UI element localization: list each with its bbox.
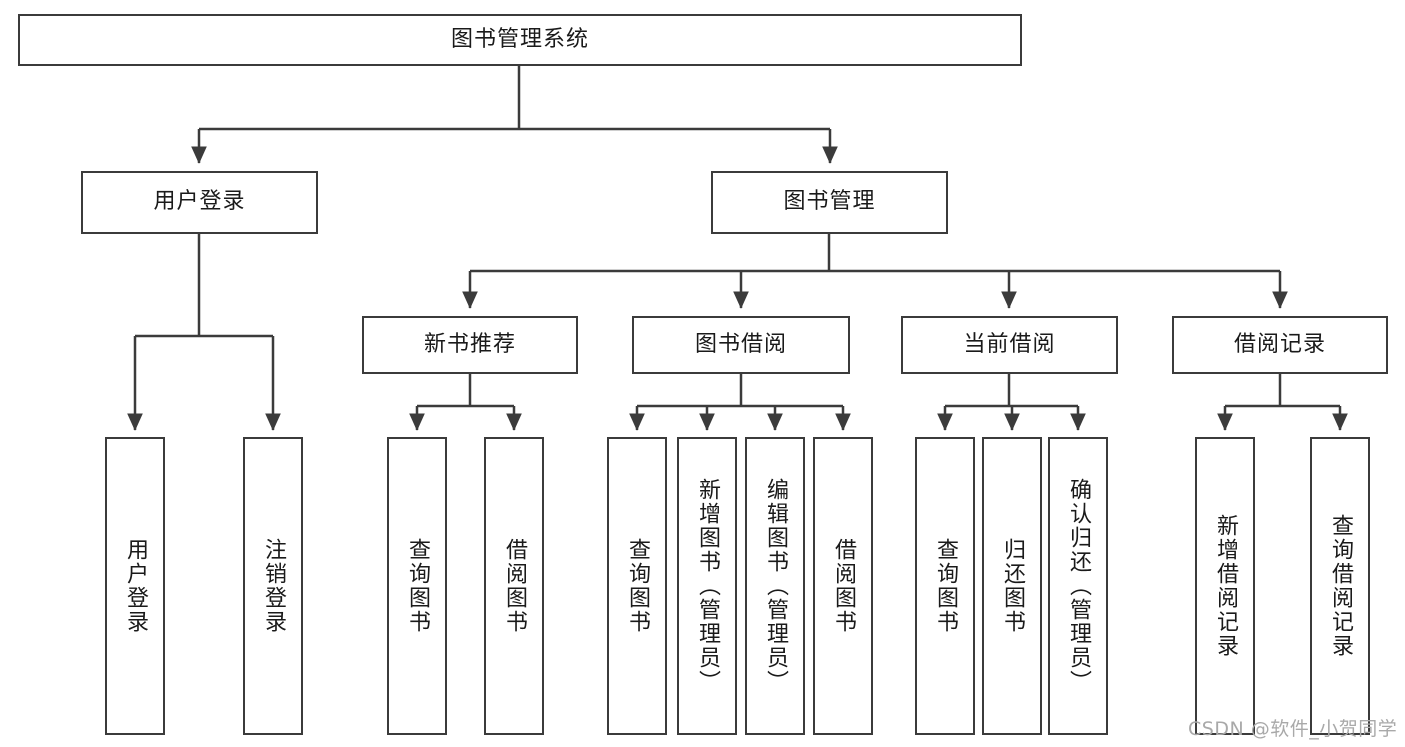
node-label: 查询图书 <box>404 538 430 634</box>
leaf-query-book-borrow[interactable]: 查询图书 <box>607 437 667 735</box>
node-label: 用户登录 <box>122 538 148 634</box>
node-label: 图书管理系统 <box>450 26 589 52</box>
node-current-borrow[interactable]: 当前借阅 <box>901 316 1118 374</box>
leaf-query-borrow-record[interactable]: 查询借阅记录 <box>1310 437 1370 735</box>
node-label: 用户登录 <box>153 189 246 215</box>
node-book-management[interactable]: 图书管理 <box>711 171 948 234</box>
leaf-return-book[interactable]: 归还图书 <box>982 437 1042 735</box>
node-label: 注销登录 <box>260 538 286 634</box>
node-root-book-management-system[interactable]: 图书管理系统 <box>18 14 1022 66</box>
node-user-login[interactable]: 用户登录 <box>81 171 318 234</box>
leaf-add-book-admin[interactable]: 新增图书（管理员） <box>677 437 737 735</box>
leaf-borrow-book[interactable]: 借阅图书 <box>813 437 873 735</box>
leaf-query-book-current[interactable]: 查询图书 <box>915 437 975 735</box>
node-label: 查询图书 <box>932 538 958 634</box>
node-label: 新增借阅记录 <box>1212 514 1238 658</box>
leaf-query-book-recommend[interactable]: 查询图书 <box>387 437 447 735</box>
node-label: 借阅记录 <box>1233 331 1326 357</box>
node-label: 归还图书 <box>999 538 1025 634</box>
node-label: 查询借阅记录 <box>1327 514 1353 658</box>
node-label: 新增图书（管理员） <box>694 478 720 694</box>
node-label: 编辑图书（管理员） <box>762 478 788 694</box>
leaf-edit-book-admin[interactable]: 编辑图书（管理员） <box>745 437 805 735</box>
leaf-confirm-return-admin[interactable]: 确认归还（管理员） <box>1048 437 1108 735</box>
csdn-watermark: CSDN @软件_小贺同学 <box>1188 718 1398 740</box>
node-label: 借阅图书 <box>501 538 527 634</box>
node-label: 当前借阅 <box>963 331 1056 357</box>
leaf-user-login[interactable]: 用户登录 <box>105 437 165 735</box>
node-label: 查询图书 <box>624 538 650 634</box>
node-label: 借阅图书 <box>830 538 856 634</box>
node-label: 图书管理 <box>783 189 876 215</box>
leaf-add-borrow-record[interactable]: 新增借阅记录 <box>1195 437 1255 735</box>
node-book-borrow[interactable]: 图书借阅 <box>632 316 850 374</box>
leaf-logout-login[interactable]: 注销登录 <box>243 437 303 735</box>
node-borrow-record[interactable]: 借阅记录 <box>1172 316 1388 374</box>
node-label: 确认归还（管理员） <box>1065 478 1091 694</box>
leaf-borrow-book-recommend[interactable]: 借阅图书 <box>484 437 544 735</box>
node-new-book-recommend[interactable]: 新书推荐 <box>362 316 578 374</box>
node-label: 图书借阅 <box>694 331 787 357</box>
node-label: 新书推荐 <box>423 331 516 357</box>
